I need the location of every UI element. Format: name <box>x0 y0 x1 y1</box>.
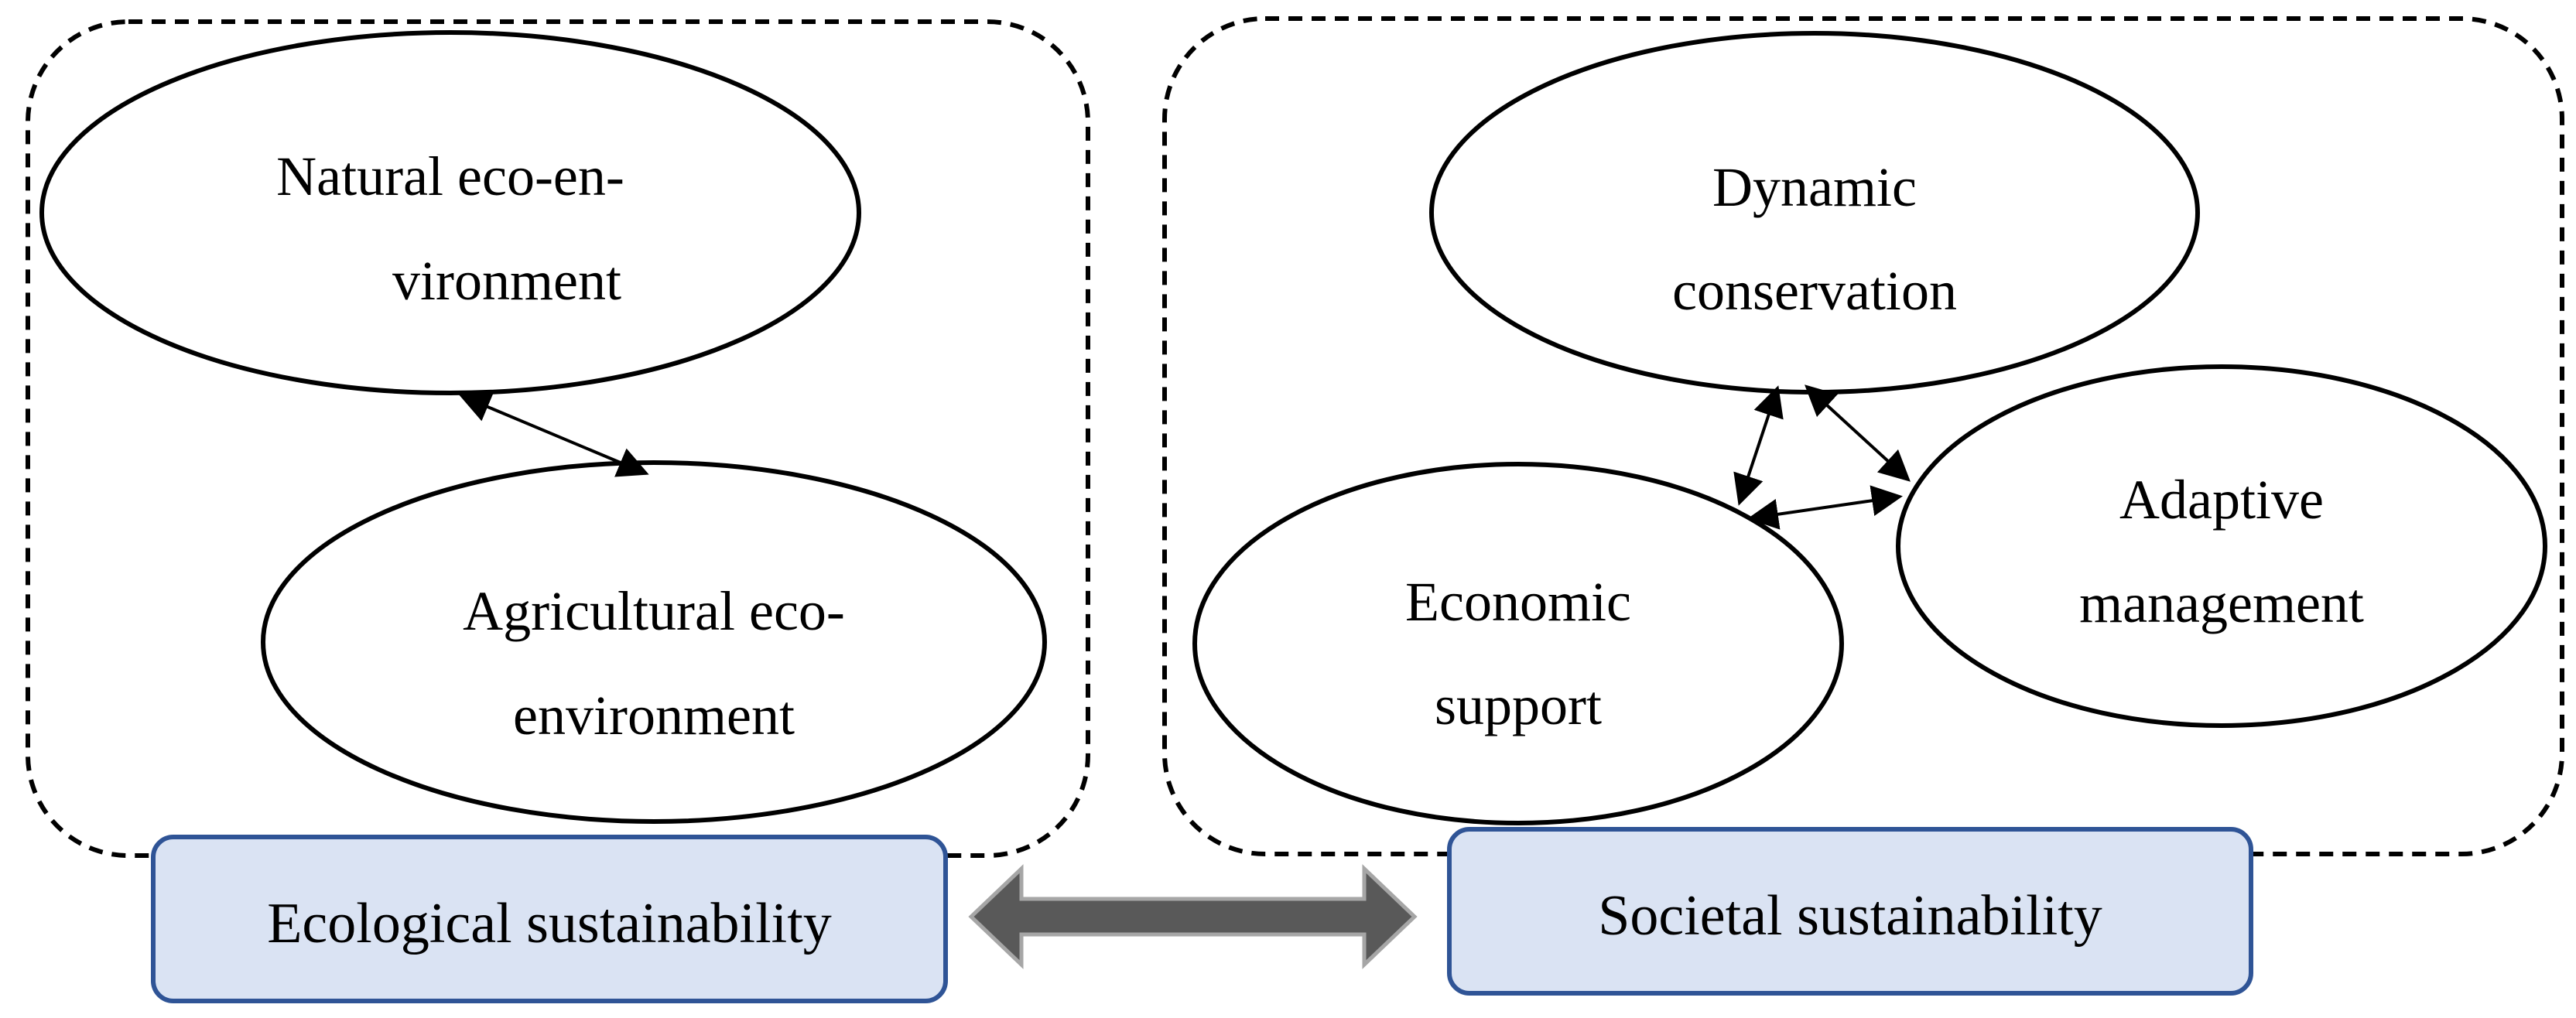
node-dynamic-line2: conservation <box>1672 260 1957 322</box>
node-dynamic-line1: Dynamic <box>1712 156 1917 218</box>
node-agricultural-line2: environment <box>513 685 795 746</box>
ecological-sustainability-text: Ecological sustainability <box>267 892 832 955</box>
node-dynamic-conservation: Dynamic conservation <box>1429 31 2200 395</box>
node-agricultural-eco-environment: Agricultural eco- environment <box>261 460 1047 824</box>
node-natural-line2: vironment <box>392 250 621 312</box>
node-agricultural-line1: Agricultural eco- <box>463 580 845 642</box>
link-dynamic-adaptive <box>1805 384 1911 482</box>
ecological-sustainability-label: Ecological sustainability <box>151 835 948 1003</box>
societal-sustainability-text: Societal sustainability <box>1598 884 2102 948</box>
node-economic-line1: Economic <box>1405 571 1631 633</box>
node-economic-support: Economic support <box>1192 462 1844 825</box>
node-adaptive-management: Adaptive management <box>1896 364 2547 728</box>
link-dynamic-economic <box>1733 385 1784 506</box>
node-natural-eco-environment: Natural eco-en- vironment <box>39 30 861 395</box>
societal-sustainability-label: Societal sustainability <box>1447 827 2253 996</box>
link-economic-adaptive <box>1747 485 1903 530</box>
node-adaptive-line2: management <box>2079 572 2364 634</box>
big-double-arrow <box>968 864 1418 969</box>
node-adaptive-line1: Adaptive <box>2119 469 2324 531</box>
node-natural-line1: Natural eco-en- <box>276 145 624 207</box>
node-economic-line2: support <box>1435 675 1602 736</box>
link-natural-agricultural <box>459 392 649 477</box>
